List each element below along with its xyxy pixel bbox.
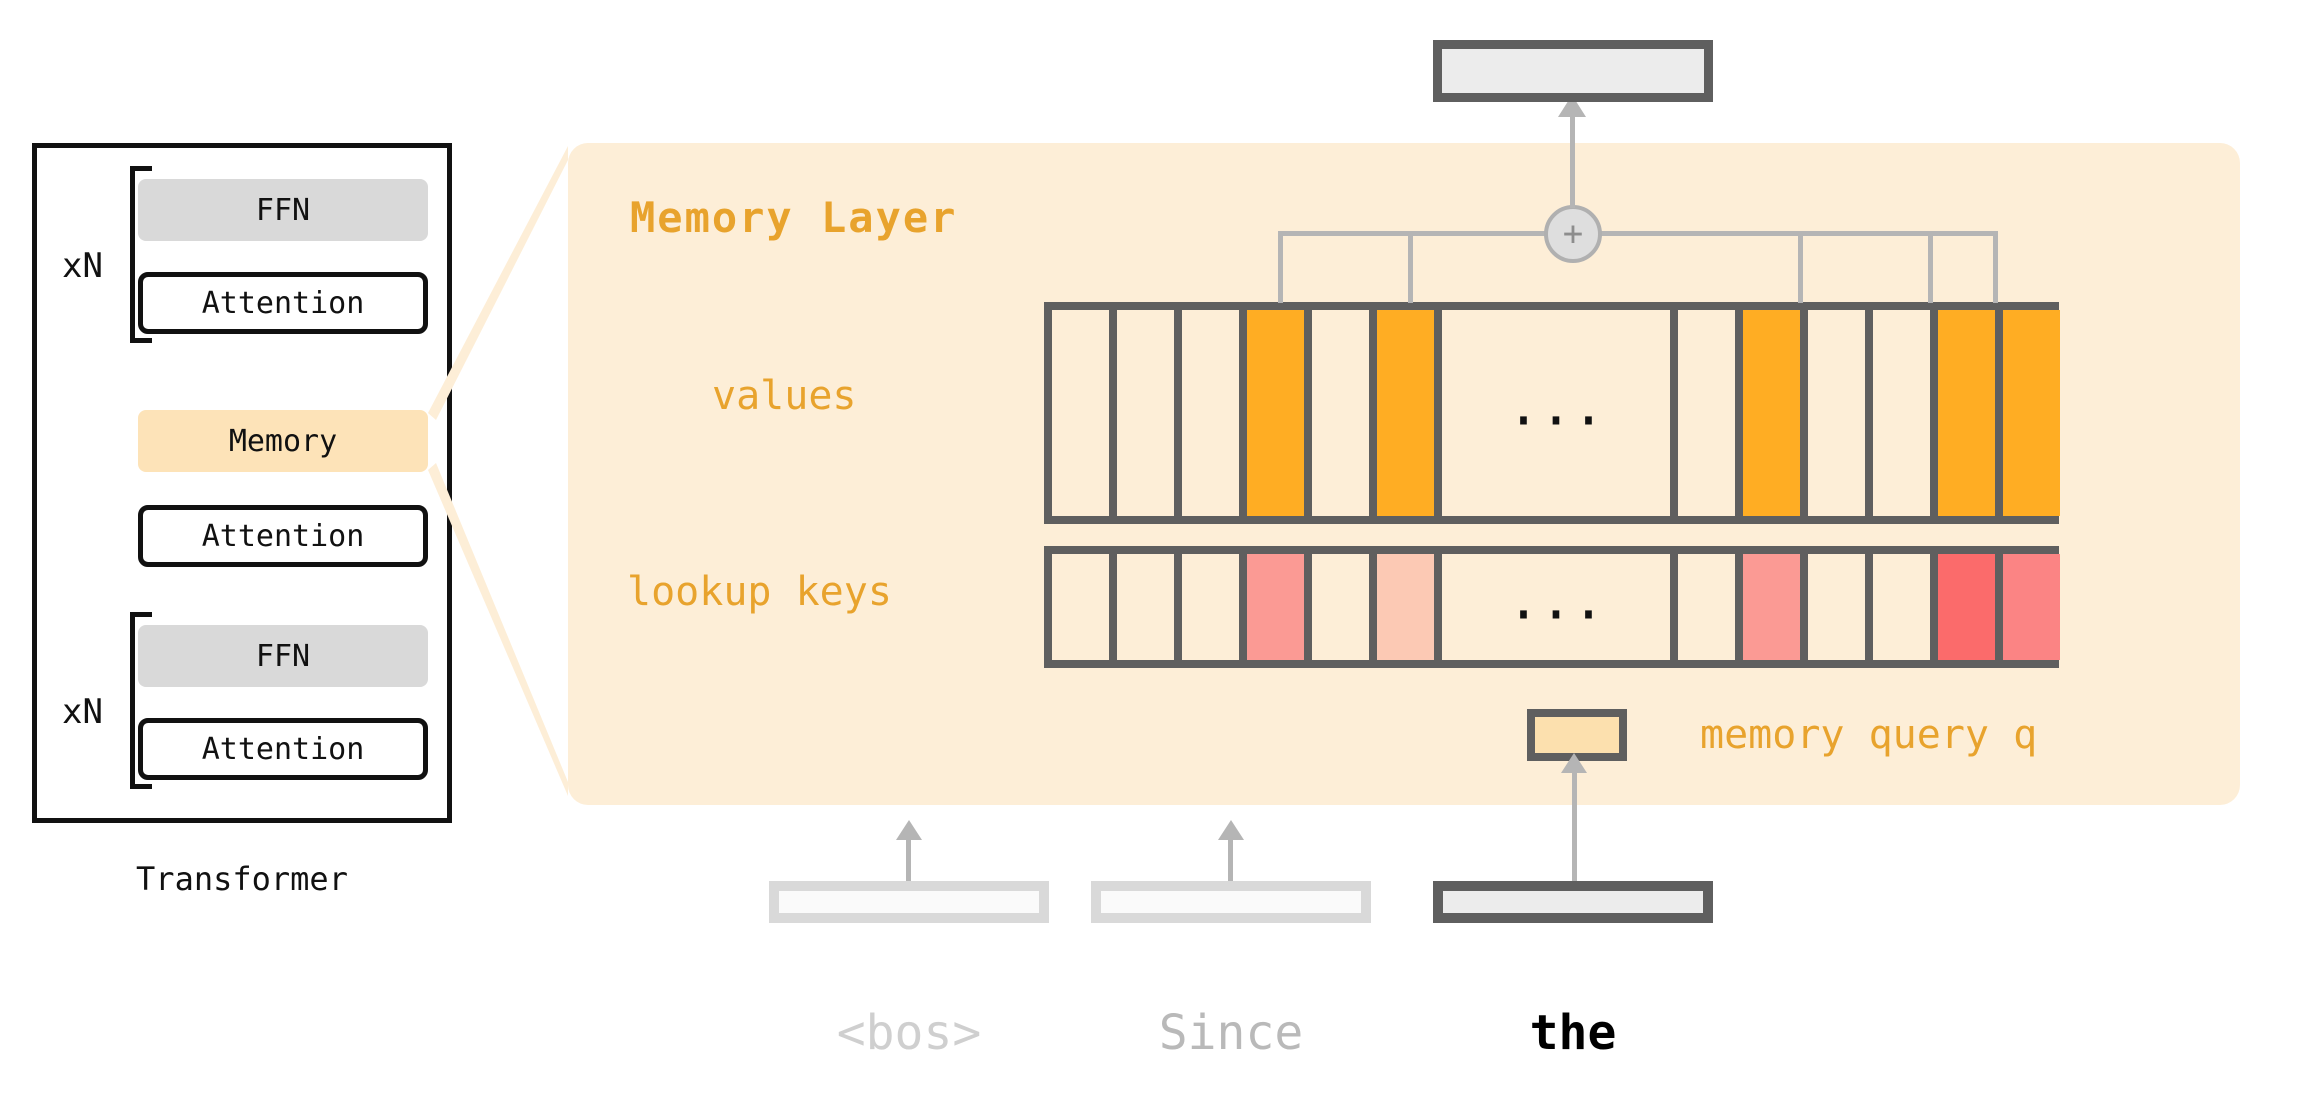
value-cell[interactable] [1052,310,1109,516]
value-cell[interactable] [1117,310,1174,516]
lookup-keys-row-label: lookup keys [627,569,892,615]
attention-middle-label: Attention [201,518,365,554]
sum-to-output-wire [1570,110,1575,208]
key-cell[interactable] [1052,554,1109,660]
transformer-caption: Transformer [136,860,348,898]
token-label-bos: <bos> [836,1005,982,1061]
memory-block-label: Memory [228,423,338,459]
bottom-repeat-label: xN [62,692,103,732]
memory-query-label: memory query q [1700,712,2038,758]
value-cell-highlighted[interactable] [1938,310,1995,516]
value-cell-highlighted[interactable] [1743,310,1800,516]
token-box-bos[interactable] [769,881,1049,923]
token-label-since: Since [1158,1005,1304,1061]
token-to-query-wire [1572,765,1577,832]
key-cell[interactable] [1182,554,1239,660]
top-repeat-label: xN [62,246,103,286]
sum-symbol: + [1562,214,1584,254]
ffn-top-label: FFN [255,192,311,228]
token-to-query-arrow-icon [1561,753,1587,773]
token-wire-the [1572,831,1577,881]
value-cell-highlighted[interactable] [2003,310,2060,516]
transformer-block-ffn-bottom[interactable]: FFN [138,625,428,687]
token-wire-since [1228,831,1233,881]
values-grid: ... [1044,302,2060,524]
transformer-block-memory[interactable]: Memory [138,410,428,472]
top-repeat-bracket [130,166,152,343]
attention-top-label: Attention [201,285,365,321]
value-bus-right [1598,231,1998,236]
memory-layer-title: Memory Layer [630,193,958,242]
value-cells-ellipsis: ... [1442,310,1670,516]
key-cell-highlighted[interactable] [1377,554,1434,660]
value-cell-highlighted[interactable] [1377,310,1434,516]
keys-ellipsis: ... [1507,568,1605,632]
values-row-label: values [712,373,857,419]
key-cell-highlighted[interactable] [1247,554,1304,660]
value-cell[interactable] [1808,310,1865,516]
token-arrow-since-icon [1218,820,1244,840]
token-box-the[interactable] [1433,881,1713,923]
output-token-box[interactable] [1433,40,1713,102]
transformer-block-attention-top[interactable]: Attention [138,272,428,334]
key-cell-highlighted[interactable] [1743,554,1800,660]
value-wire-13 [1993,231,1998,303]
token-arrow-bos-icon [896,820,922,840]
sum-node[interactable]: + [1544,205,1602,263]
key-cell[interactable] [1117,554,1174,660]
transformer-container [32,143,452,823]
transformer-block-attention-middle[interactable]: Attention [138,505,428,567]
bottom-repeat-bracket [130,612,152,789]
value-cell-highlighted[interactable] [1247,310,1304,516]
token-box-since[interactable] [1091,881,1371,923]
key-cell[interactable] [1873,554,1930,660]
attention-bottom-label: Attention [201,731,365,767]
value-bus-left [1278,231,1548,236]
transformer-block-attention-bottom[interactable]: Attention [138,718,428,780]
value-cell[interactable] [1182,310,1239,516]
value-cell[interactable] [1678,310,1735,516]
value-wire-6 [1408,231,1413,303]
key-cell[interactable] [1312,554,1369,660]
lookup-keys-grid: ... [1044,546,2060,668]
value-cell[interactable] [1873,310,1930,516]
key-cell-highlighted[interactable] [1938,554,1995,660]
transformer-block-ffn-top[interactable]: FFN [138,179,428,241]
ffn-bottom-label: FFN [255,638,311,674]
key-cells-ellipsis: ... [1442,554,1670,660]
value-wire-4 [1278,231,1283,303]
token-wire-bos [906,831,911,881]
key-cell[interactable] [1808,554,1865,660]
values-ellipsis: ... [1507,374,1605,438]
value-wire-9 [1798,231,1803,303]
key-cell-highlighted[interactable] [2003,554,2060,660]
token-label-the: the [1529,1005,1617,1061]
key-cell[interactable] [1678,554,1735,660]
value-cell[interactable] [1312,310,1369,516]
value-wire-12 [1928,231,1933,303]
